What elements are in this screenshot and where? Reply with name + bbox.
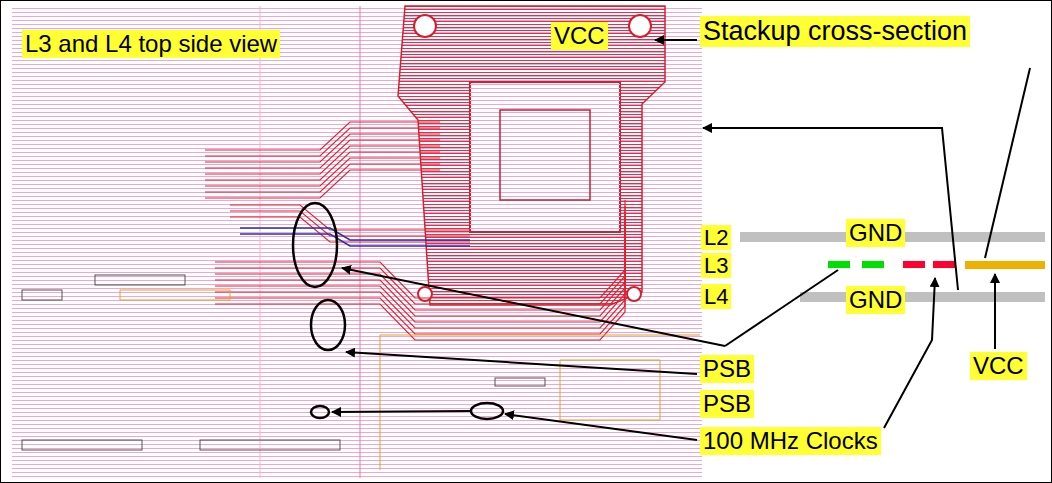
mount-hole bbox=[418, 287, 432, 301]
gnd-layer-bar bbox=[800, 292, 1045, 302]
component-pads bbox=[22, 275, 545, 450]
section-title: Stackup cross-section bbox=[700, 16, 970, 47]
clock-trace bbox=[903, 261, 925, 268]
layer-name: L2 bbox=[701, 225, 731, 250]
trace bbox=[205, 164, 440, 192]
leader-line bbox=[725, 270, 838, 346]
callout-ellipses bbox=[293, 203, 503, 419]
outline bbox=[120, 290, 230, 300]
pad-row bbox=[95, 275, 185, 285]
trace bbox=[230, 217, 470, 242]
signal-name: 100 MHz Clocks bbox=[700, 427, 881, 455]
signal-name: PSB bbox=[700, 355, 754, 383]
leader-arrow bbox=[703, 128, 958, 290]
clock-trace bbox=[933, 261, 955, 268]
leader-lines bbox=[332, 40, 1030, 440]
leader-arrow bbox=[342, 268, 725, 346]
net-name: VCC bbox=[551, 22, 608, 50]
component-outlines bbox=[120, 290, 700, 470]
pad-row bbox=[495, 378, 545, 386]
callout-ellipse bbox=[311, 300, 345, 350]
layer-net: GND bbox=[846, 286, 905, 314]
outline bbox=[380, 335, 700, 470]
trace bbox=[215, 212, 625, 310]
board-line bbox=[260, 6, 261, 478]
net-name: VCC bbox=[970, 352, 1027, 380]
psb-trace bbox=[828, 261, 850, 268]
leader-arrow bbox=[346, 352, 697, 374]
layer-name: L4 bbox=[701, 284, 731, 309]
cpu-socket bbox=[470, 82, 620, 232]
trace bbox=[240, 234, 470, 246]
callout-ellipse bbox=[293, 203, 337, 287]
layer-net: GND bbox=[846, 219, 905, 247]
mount-hole bbox=[414, 15, 436, 37]
trace bbox=[215, 224, 625, 322]
pad-row bbox=[22, 290, 62, 300]
layer-name: L3 bbox=[701, 253, 731, 278]
psb-trace bbox=[862, 261, 884, 268]
trace bbox=[205, 152, 440, 180]
mount-hole bbox=[627, 287, 641, 301]
leader-arrow bbox=[332, 411, 470, 412]
die-outline bbox=[500, 110, 590, 200]
callout-ellipse bbox=[471, 403, 503, 419]
pad-row bbox=[200, 440, 340, 450]
callout-ellipse bbox=[311, 406, 329, 418]
trace bbox=[215, 218, 625, 316]
trace bbox=[205, 170, 440, 198]
pad-row bbox=[22, 440, 142, 450]
leader-line bbox=[985, 68, 1030, 258]
mount-hole bbox=[629, 15, 651, 37]
leader-arrow bbox=[505, 414, 697, 440]
cpu-socket-hatch bbox=[470, 82, 620, 232]
trace-bundle bbox=[205, 122, 625, 340]
blue-traces bbox=[240, 228, 470, 246]
leader-arrow bbox=[655, 39, 697, 41]
vcc-plane-section bbox=[965, 261, 1045, 269]
trace bbox=[215, 242, 625, 340]
trace bbox=[205, 158, 440, 186]
trace bbox=[215, 206, 625, 304]
board-hatch bbox=[12, 6, 702, 478]
trace bbox=[215, 236, 625, 334]
view-title: L3 and L4 top side view bbox=[22, 30, 280, 58]
leader-arrow bbox=[994, 274, 996, 349]
trace bbox=[230, 211, 470, 236]
signal-name: PSB bbox=[700, 390, 754, 418]
